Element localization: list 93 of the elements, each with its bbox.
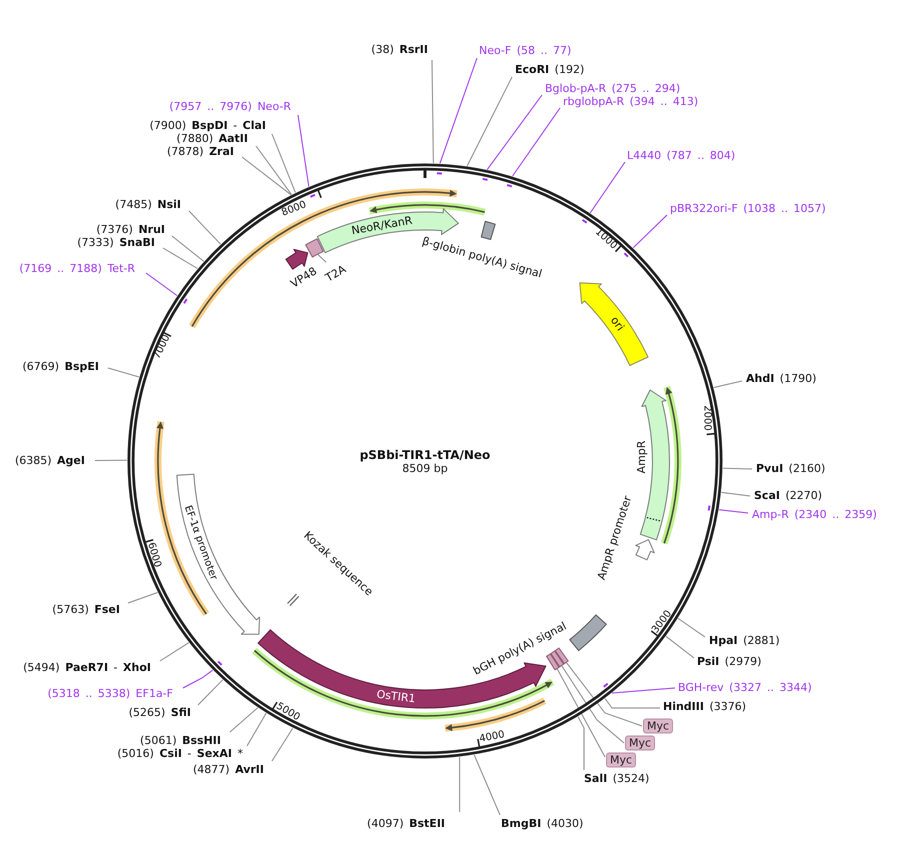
restriction-site-label: BmgBI (4030): [501, 818, 584, 830]
ruler-tick-label: 2000: [702, 405, 712, 431]
tag-label: Myc: [643, 718, 674, 734]
tag-segment: [304, 237, 325, 259]
ruler-tick-label: 8000: [280, 199, 308, 219]
plasmid-size: 8509 bp: [402, 462, 448, 476]
leader-line: [198, 679, 224, 706]
leader-line: [272, 134, 296, 194]
primer-label: Amp-R (2340 .. 2359): [752, 509, 877, 521]
tag-segment: [554, 647, 570, 665]
leader-line: [612, 688, 676, 694]
leader-line: [162, 248, 198, 269]
restriction-site-label: (7878) ZraI: [167, 146, 234, 158]
leader-line: [578, 716, 584, 770]
restriction-site-label: (5494) PaeR7I - XhoI: [23, 662, 151, 674]
plasmid-name: pSBbi-TIR1-tTA/Neo: [360, 448, 490, 462]
leader-line: [182, 670, 214, 688]
feature-label: ori: [608, 314, 626, 334]
leader-line: [486, 94, 542, 170]
leader-line: [439, 58, 478, 164]
restriction-site-label: (5763) FseI: [52, 604, 120, 616]
leader-line: [246, 712, 267, 746]
leader-line: [474, 754, 500, 816]
leader-line: [146, 272, 178, 296]
leader-line: [561, 666, 624, 744]
leader-line: [604, 698, 660, 708]
ruler-tick-label: 4000: [478, 729, 506, 745]
restriction-site-label: EcoRI (192): [515, 64, 584, 76]
leader-line: [512, 108, 560, 177]
leader-line: [432, 60, 434, 164]
leader-line: [718, 509, 748, 514]
restriction-site-label: HpaI (2881): [709, 635, 780, 647]
restriction-site-label: AhdI (1790): [746, 373, 816, 385]
feature-label: NeoR/KanR: [351, 214, 414, 238]
feature-label: T2A: [324, 264, 348, 285]
restriction-site-label: (4877) AvrII: [193, 764, 264, 776]
restriction-site-label: (38) RsrII: [371, 44, 428, 56]
leader-line: [188, 210, 222, 245]
leader-line: [160, 642, 190, 662]
leader-line: [720, 492, 750, 496]
restriction-site-label: (6385) AgeI: [14, 455, 85, 467]
restriction-site-label: (5061) BssHII: [140, 735, 221, 747]
restriction-site-label: (4097) BstEII: [367, 818, 445, 830]
leader-line: [722, 468, 752, 470]
tag-label: Myc: [625, 736, 656, 750]
restriction-site-label: (6769) BspEI: [22, 361, 99, 373]
leader-line: [272, 728, 294, 762]
restriction-site-label: (7900) BspDI - ClaI: [150, 120, 266, 132]
leader-line: [242, 156, 292, 196]
leader-line: [666, 636, 694, 658]
restriction-site-label: (7485) NsiI: [115, 199, 181, 211]
primer-label: BGH-rev (3327 .. 3344): [678, 682, 812, 694]
leader-line: [256, 146, 292, 196]
primer-label: (7169 .. 7188) Tet-R: [19, 263, 135, 275]
restriction-site-label: PsiI (2979): [697, 656, 762, 668]
primer-label: pBR322ori-F (1038 .. 1057): [670, 203, 826, 215]
leader-line: [94, 460, 128, 461]
leader-line: [108, 368, 140, 378]
feature-label: AmpR: [636, 440, 648, 474]
restriction-site-label: (5265) SfiI: [128, 707, 191, 719]
restriction-site-label: PvuI (2160): [756, 463, 826, 475]
leader-line: [566, 662, 642, 726]
leader-line: [459, 756, 460, 812]
leader-line: [230, 707, 258, 732]
leader-line: [556, 668, 606, 758]
primer-label: (7957 .. 7976) Neo-R: [169, 101, 291, 113]
leader-line: [128, 592, 158, 604]
primer-label: Bglob-pA-R (275 .. 294): [545, 83, 680, 95]
ruler-tick-label: 6000: [145, 541, 163, 569]
primer-label: Neo-F (58 .. 77): [479, 45, 572, 57]
tag-segment: [549, 650, 565, 668]
leader-line: [632, 214, 668, 248]
restriction-site-label: (7880) AatII: [176, 133, 248, 145]
restriction-site-label: ScaI (2270): [754, 490, 822, 502]
feature-label: OsTIR1: [376, 688, 416, 706]
tag-label: Myc: [606, 752, 636, 768]
primer-label: rbglobpA-R (394 .. 413): [563, 96, 698, 108]
restriction-site-label: (7333) SnaBI: [77, 237, 155, 249]
leader-line: [172, 236, 204, 262]
restriction-site-label: HindIII (3376): [663, 701, 746, 713]
leader-line: [678, 618, 706, 638]
primer-label: L4440 (787 .. 804): [627, 150, 736, 162]
restriction-site-label: (5016) CsiI - SexAI*: [117, 748, 243, 760]
restriction-site-label: SalI (3524): [584, 773, 650, 785]
leader-line: [713, 380, 742, 388]
restriction-site-label: (7376) NruI: [96, 224, 165, 236]
leader-line: [298, 114, 310, 188]
leader-line: [466, 76, 512, 166]
leader-line: [318, 254, 327, 263]
tag-segment: [545, 652, 560, 671]
leader-line: [590, 162, 626, 214]
ruler-tick-label: 7000: [151, 333, 173, 361]
primer-label: (5318 .. 5338) EF1a-F: [48, 688, 173, 700]
